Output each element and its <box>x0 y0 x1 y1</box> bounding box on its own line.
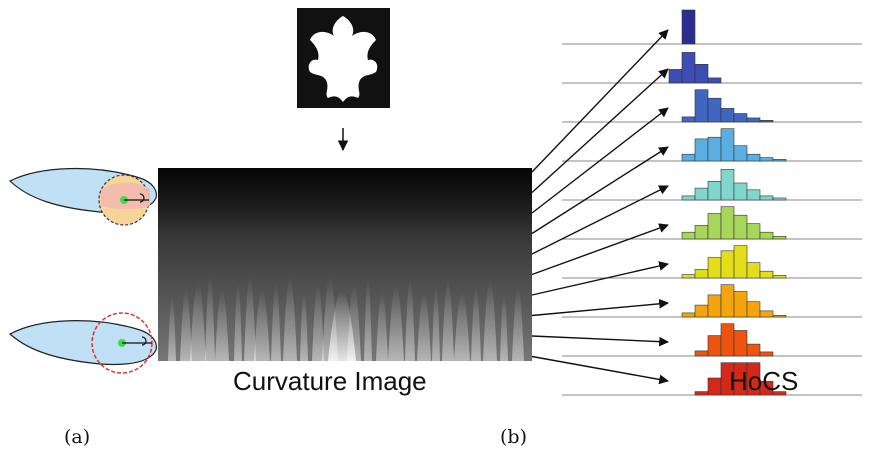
row-arrow <box>531 298 669 317</box>
histogram-bar <box>759 157 774 162</box>
histogram-bar <box>733 291 748 318</box>
histogram-bar <box>746 223 761 240</box>
histogram-bar <box>746 301 761 318</box>
histogram-bar <box>694 304 709 318</box>
panel-a-label: (a) <box>64 426 91 448</box>
histogram-bar <box>694 187 709 201</box>
histogram-bar <box>733 330 748 357</box>
histogram-bar <box>694 89 709 123</box>
histogram-bar <box>707 257 722 279</box>
hocs-label: HoCS <box>729 366 799 396</box>
histogram-bar <box>746 153 761 162</box>
histogram-bar <box>759 351 774 357</box>
histogram-bar <box>759 270 774 279</box>
histogram-bar <box>707 77 722 84</box>
leaf-silhouette <box>297 8 390 108</box>
histogram-bar <box>668 69 683 84</box>
histogram-bar <box>681 116 696 123</box>
panel-b-label: (b) <box>500 426 527 448</box>
shape-disk-small <box>8 168 157 226</box>
histogram-bar <box>707 377 722 396</box>
histogram-bar <box>720 108 735 123</box>
histogram-bar <box>759 195 774 201</box>
row-arrow <box>531 68 669 194</box>
histogram-bar <box>746 262 761 279</box>
histogram-bar <box>733 182 748 201</box>
histogram-bar <box>681 312 696 318</box>
histogram-bar <box>733 145 748 162</box>
histogram-bar <box>720 284 735 318</box>
histogram-bar <box>759 231 774 240</box>
histogram-bar <box>694 64 709 84</box>
histogram-bar <box>707 181 722 201</box>
histogram-bar <box>733 113 748 123</box>
histogram-bar <box>772 391 787 396</box>
histogram-bar <box>746 343 761 357</box>
histogram-bar <box>681 231 696 240</box>
histogram-bar <box>694 269 709 279</box>
histogram-bar <box>707 97 722 123</box>
histogram-bar <box>720 323 735 357</box>
histogram-bar <box>772 159 787 162</box>
row-arrow <box>531 355 669 385</box>
row-arrow <box>531 29 669 173</box>
row-arrow <box>531 146 669 235</box>
row-arrow <box>531 261 669 296</box>
histogram-bar <box>759 381 774 396</box>
hocs-histograms <box>562 9 862 396</box>
curvature-image <box>158 168 532 361</box>
histogram-bar <box>681 153 696 162</box>
histogram-bar <box>772 314 787 318</box>
row-arrow <box>531 185 669 255</box>
histogram-bar <box>720 206 735 240</box>
histogram-bar <box>694 225 709 240</box>
histogram-bar <box>681 52 696 84</box>
histogram-bar <box>746 362 761 396</box>
row-arrow <box>531 107 669 214</box>
histogram-bar <box>694 350 709 357</box>
histogram-bar <box>720 250 735 279</box>
histogram-bar <box>681 274 696 279</box>
histogram-bar <box>772 274 787 279</box>
histogram-bar <box>694 138 709 162</box>
shape-disk-large <box>8 312 157 374</box>
histogram-bar <box>733 214 748 240</box>
histogram-bar <box>707 136 722 162</box>
histogram-bar <box>733 245 748 279</box>
histogram-bar <box>707 294 722 318</box>
histogram-bar <box>694 391 709 396</box>
histogram-bar <box>681 9 696 45</box>
histogram-bar <box>746 117 761 123</box>
histogram-bar <box>720 128 735 162</box>
histogram-bar <box>772 197 787 201</box>
histogram-bar <box>707 335 722 357</box>
histogram-bar <box>772 235 787 240</box>
row-arrow <box>531 335 669 347</box>
histogram-bar <box>681 195 696 201</box>
histogram-bar <box>746 189 761 201</box>
histogram-bar <box>720 169 735 201</box>
histogram-bar <box>707 213 722 240</box>
curvature-image-label: Curvature Image <box>233 366 427 396</box>
histogram-bar <box>759 120 774 123</box>
row-arrow <box>531 223 669 276</box>
row-arrows <box>531 29 669 385</box>
histogram-bar <box>759 310 774 318</box>
